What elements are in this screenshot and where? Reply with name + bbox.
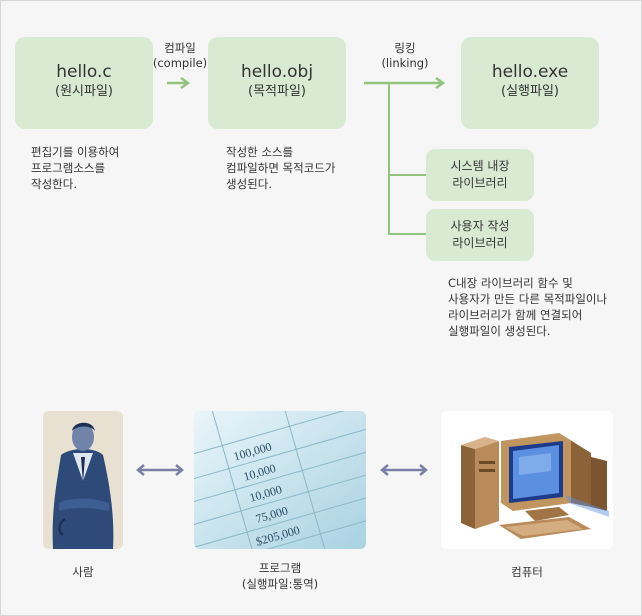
computer-illustration (441, 411, 613, 549)
link-desc-line: 라이브러리가 함께 연결되어 (448, 308, 583, 322)
person-caption: 사람 (72, 565, 94, 579)
link-arrow (364, 76, 446, 90)
source-file-box: hello.c (원시파일) (15, 37, 153, 129)
link-desc-line: 사용자가 만든 다른 목적파일이나 (448, 292, 608, 306)
program-caption-sub: (실행파일:통역) (241, 577, 319, 591)
object-file-type: (목적파일) (248, 84, 306, 99)
source-file-name: hello.c (56, 62, 112, 82)
compile-label: 컴파일 (compile) (149, 41, 211, 71)
link-desc-line: C내장 라이브러리 함수 및 (448, 276, 573, 290)
source-desc-line: 프로그램소스를 (31, 161, 106, 175)
compile-label-ko: 컴파일 (164, 41, 196, 55)
spreadsheet-illustration: 100,000 10,000 10,000 75,000 $205,000 (194, 411, 366, 549)
object-file-box: hello.obj (목적파일) (208, 37, 346, 129)
program-caption: 프로그램 (실행파일:통역) (194, 560, 366, 592)
person-program-double-arrow (136, 464, 184, 476)
executable-file-name: hello.exe (491, 62, 569, 82)
object-desc-line: 컴파일하면 목적코드가 (226, 161, 336, 175)
library-label: 라이브러리 (452, 176, 508, 190)
source-file-type: (원시파일) (55, 84, 113, 99)
library-connector-branch (388, 233, 428, 235)
executable-file-box: hello.exe (실행파일) (461, 37, 599, 129)
executable-file-type: (실행파일) (501, 84, 559, 99)
library-connector-branch (388, 174, 428, 176)
source-desc-line: 작성한다. (31, 177, 77, 191)
person-illustration (43, 411, 123, 549)
person-image (43, 411, 123, 549)
compile-label-en: (compile) (152, 56, 208, 70)
source-desc-line: 편집기를 이용하여 (31, 145, 120, 159)
library-label: 시스템 내장 (450, 159, 510, 173)
object-desc-line: 작성한 소스를 (226, 145, 294, 159)
link-label-ko: 링킹 (394, 41, 416, 55)
object-desc-line: 생성된다. (226, 177, 272, 191)
system-library-box: 시스템 내장 라이브러리 (426, 149, 534, 201)
link-label: 링킹 (linking) (369, 41, 441, 71)
library-label: 사용자 작성 (450, 219, 510, 233)
source-description: 편집기를 이용하여 프로그램소스를 작성한다. (31, 144, 119, 192)
library-label: 라이브러리 (452, 236, 508, 250)
user-library-box: 사용자 작성 라이브러리 (426, 209, 534, 261)
computer-caption: 컴퓨터 (511, 565, 543, 579)
library-connector-vertical (388, 83, 390, 235)
program-image: 100,000 10,000 10,000 75,000 $205,000 (194, 411, 366, 549)
computer-image (441, 411, 613, 549)
object-file-name: hello.obj (240, 62, 314, 82)
link-description: C내장 라이브러리 함수 및 사용자가 만든 다른 목적파일이나 라이브러리가 … (448, 275, 607, 339)
compile-arrow (167, 76, 191, 90)
program-caption-title: 프로그램 (258, 561, 302, 575)
link-label-en: (linking) (381, 56, 429, 70)
link-desc-line: 실행파일이 생성된다. (448, 324, 551, 338)
program-computer-double-arrow (380, 464, 428, 476)
object-description: 작성한 소스를 컴파일하면 목적코드가 생성된다. (226, 144, 335, 192)
